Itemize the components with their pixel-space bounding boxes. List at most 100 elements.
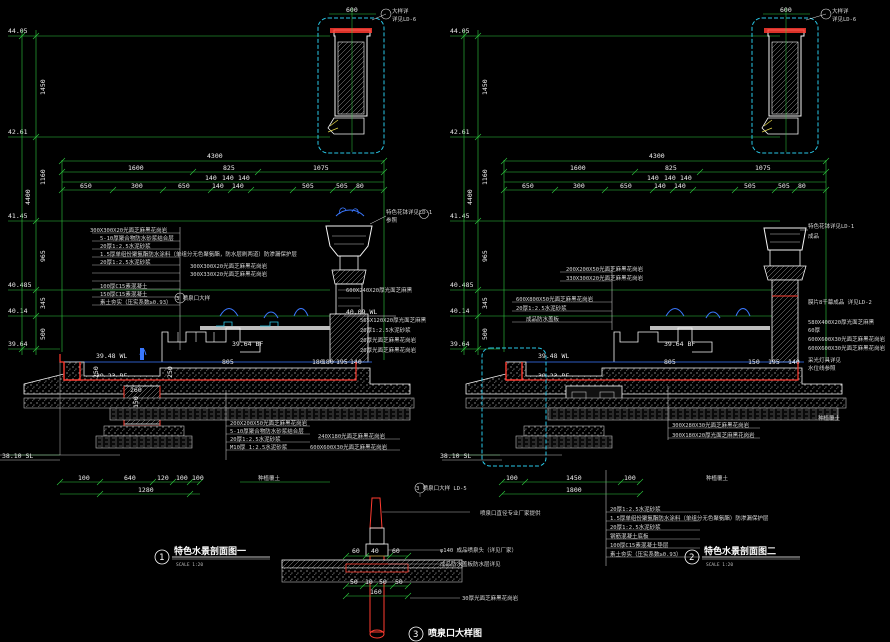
note: 300X300X20光面芝麻黑花岗岩 [190, 262, 268, 270]
note: 300X330X20光面芝麻黑花岗岩 [190, 270, 268, 278]
dim: 195 [768, 358, 780, 366]
vdim: 1160 [39, 169, 47, 185]
dim: 100 [78, 474, 90, 482]
note: 20厚1:2.5水泥砂浆 [610, 523, 661, 531]
note: 采光灯具详见 [808, 356, 842, 364]
dim: 805 [222, 358, 234, 366]
top-dims-row2-right: 140 140 140 [647, 174, 692, 182]
note: 600X800X50光面芝麻黑花岗岩 [516, 295, 594, 303]
water-level: 39.64 BF [664, 340, 695, 348]
elev-label: 40.485 [8, 281, 32, 289]
ground-note: 种植覆土 [258, 474, 281, 482]
callout-text: 3 喷泉口大样 LD-5 [416, 484, 467, 492]
dim: 50 [350, 578, 358, 586]
vertical-dims-left: 1450 1160 4400 965 345 500 [24, 79, 47, 340]
bottom-dims-right: 100 1450 100 1800 种植覆土 种植覆土 [506, 414, 841, 494]
left-notes-right: 200X200X50光面芝麻黑花岗岩 330X300X20光面芝麻黑花岗岩 60… [512, 265, 644, 330]
nozzle-notes: 喷泉口直径专业厂家提供 φ140 成品喷泉头（详见厂家） 成品防水盖板防水层详见… [382, 509, 541, 602]
section-1: 44.05 42.61 41.45 40.485 40.14 39.64 38.… [0, 6, 432, 568]
title-block-2: 2 特色水景剖面图二 SCALE 1:20 [684, 545, 800, 568]
elev-label: 42.61 [450, 128, 470, 136]
note: 300X280X30光面芝麻黑花岗岩 [672, 421, 750, 429]
dim: 150 [748, 358, 760, 366]
top-pillar-detail-left: 600 大样详 详见LD-6 [317, 6, 416, 154]
vdim: 250 [92, 366, 100, 378]
top-dims-row1: 1600 825 1075 [128, 164, 329, 172]
vdim: 250 [166, 366, 174, 378]
dim: 140 [674, 182, 686, 190]
scale-label: SCALE 1:20 [176, 562, 203, 568]
dim: 50 [379, 578, 387, 586]
foundation-right [442, 347, 847, 467]
dim: 140 [680, 174, 692, 182]
water-level: 40.09 WL [346, 308, 377, 316]
elev-label: 39.64 [450, 340, 470, 348]
top-dims-row3: 650 300 650 140 140 505 505 80 [80, 182, 364, 190]
note: 素土夯实（压实系数≥0.93） [610, 550, 682, 558]
dim: 40 [371, 547, 379, 555]
dim-total: 4300 [207, 152, 223, 160]
dim: 140 [654, 182, 666, 190]
note: 成品防水盖板 [526, 315, 560, 323]
title-number: 1 [159, 553, 164, 563]
section-2: 44.05 42.61 41.45 40.485 40.14 39.64 38.… [414, 6, 886, 568]
left-notes-block: 300X300X20光面芝麻黑花岗岩 5-10厚聚合物防水砂浆结合层 20厚1:… [90, 226, 297, 350]
column-right [763, 227, 807, 363]
small-dims-left: 250 150 250 260 [92, 366, 174, 408]
dim: 825 [223, 164, 235, 172]
dim-total: 1280 [138, 486, 154, 494]
title-number: 3 [413, 630, 418, 640]
note: 600X600X30光面芝麻黑花岗岩 [310, 443, 388, 451]
callout-text: 3 喷泉口大样 [176, 294, 211, 302]
dim: 505 [302, 182, 314, 190]
dim: 140 [222, 174, 234, 182]
water-level: 39.48 WL [96, 352, 127, 360]
vertical-dims-right: 1450 1160 4400 965 345 500 [466, 79, 489, 340]
dim: 640 [124, 474, 136, 482]
title-block-3: 3 喷泉口大样图 [408, 626, 482, 642]
note: 成品 [808, 232, 820, 240]
foundation-left [0, 348, 415, 461]
note: 60厚 [808, 327, 821, 334]
title-block-1: 1 特色水景剖面图一 SCALE 1:20 [154, 545, 270, 568]
dim-total: 1800 [566, 486, 582, 494]
note: 素土夯实（压实系数≥0.93） [100, 298, 172, 306]
dim: 120 [157, 474, 169, 482]
note: 240X180光面芝麻黑花岗岩 [318, 432, 386, 440]
elev-label: 40.14 [450, 307, 470, 315]
vdim: 500 [481, 328, 489, 340]
note: 150厚C15素混凝土 [100, 290, 148, 298]
pond-left [64, 308, 372, 363]
dim: 140 [205, 174, 217, 182]
dim: 180 [322, 358, 334, 366]
dim: 80 [356, 182, 364, 190]
elev-label: 39.64 [8, 340, 28, 348]
elev-label: 40.485 [450, 281, 474, 289]
callout-text: 大样详 [832, 7, 849, 15]
urn-note2: 参照 [386, 216, 398, 224]
note: 600X240X20厚光面芝麻黑 [346, 286, 413, 294]
dim: 60 [352, 547, 360, 555]
dim-total: 160 [370, 588, 382, 596]
note: 20厚光面芝麻黑花岗岩 [360, 346, 417, 354]
vdim: 1160 [481, 169, 489, 185]
vdim: 345 [39, 297, 47, 309]
bottom-notes-right: 300X280X30光面芝麻黑花岗岩 300X180X20厚光面芝麻黑花岗岩 2… [605, 386, 769, 566]
step-dims-right: 805 150 195 140 [664, 358, 800, 366]
dim: 100 [624, 474, 636, 482]
dim: 195 [336, 358, 348, 366]
note: 200X200X50光面芝麻黑花岗岩 [566, 265, 644, 273]
vdim: 345 [481, 297, 489, 309]
note: 100厚C15素混凝土 [100, 282, 148, 290]
note: 20厚光面芝麻黑花岗岩 [360, 336, 417, 344]
callout-text: 详见LD-6 [832, 15, 856, 23]
note: 300X300X20光面芝麻黑花岗岩 [90, 226, 168, 234]
pond-right [506, 308, 804, 363]
dim: 650 [522, 182, 534, 190]
callout-text: 详见LD-6 [392, 15, 416, 23]
note: 喷泉口直径专业厂家提供 [480, 509, 541, 517]
ground-note: 种植覆土 [706, 474, 729, 482]
dim: 100 [192, 474, 204, 482]
note: 1.5厚单组份聚氨酯防水涂料（单组分无色聚氨酯，防水层刷两道）防渗漏保护层 [100, 250, 297, 258]
callout-text: 大样详 [392, 7, 409, 15]
